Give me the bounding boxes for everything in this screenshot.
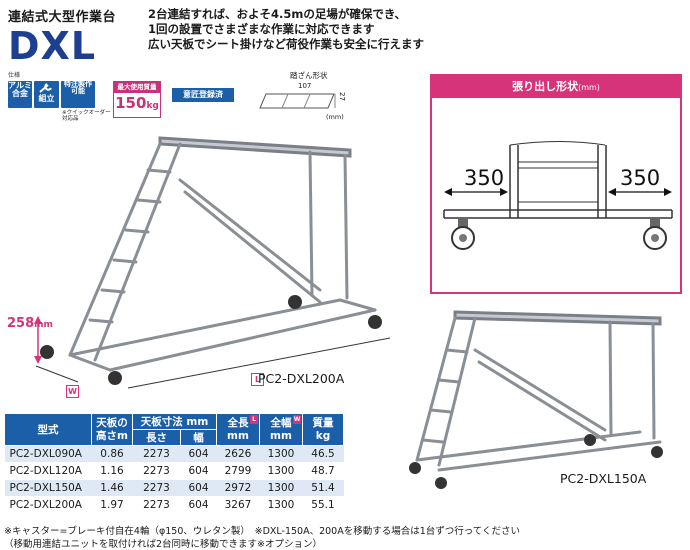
cell-plate-length: 2273	[132, 462, 181, 480]
max-load-unit: kg	[146, 101, 159, 111]
footnote-2: （移動用連結ユニットを取付ければ2台同時に移動できます※オプション）	[4, 539, 323, 550]
badge-custom-text: 特注製作 可能	[64, 80, 92, 96]
cell-model: PC2-DXL150A	[4, 479, 92, 497]
cell-total-width: 1300	[259, 496, 303, 514]
header-height-b: 高さm	[96, 429, 128, 442]
extension-unit: (mm)	[578, 83, 600, 92]
cell-height: 0.86	[91, 445, 133, 463]
header-total-width-b: mm	[270, 429, 292, 442]
badge-assembly: 組立	[34, 81, 59, 108]
cell-plate-width: 604	[180, 479, 217, 497]
quick-order-note: ※クイックオーダー対応品	[62, 110, 111, 123]
cell-total-width: 1300	[259, 445, 303, 463]
length-tag: L	[251, 373, 264, 386]
spec-label: 仕様	[8, 72, 21, 79]
caption-small-model: PC2-DXL150A	[560, 471, 647, 486]
cell-height: 1.16	[91, 462, 133, 480]
extension-title: 張り出し形状(mm)	[432, 76, 680, 98]
cell-plate-length: 2273	[132, 445, 181, 463]
badge-aluminum: アルミ 合金	[8, 81, 32, 108]
header-plate-width: 幅	[180, 429, 217, 446]
description-line-2: 1回の設置でさまざまな作業に対応できます	[148, 22, 375, 36]
header-height: 天板の 高さm	[91, 413, 133, 446]
header-height-a: 天板の	[96, 417, 128, 430]
model-title: DXL	[8, 24, 97, 68]
badge-custom: 特注製作 可能	[61, 80, 95, 108]
max-load-value: 150	[115, 94, 147, 112]
platform-small-illustration	[409, 310, 663, 489]
cell-total-length: 2626	[216, 445, 260, 463]
description-line-1: 2台連結すれば、およそ4.5mの足場が確保でき、	[148, 7, 407, 21]
max-load-box: 最大使用質量 150kg	[113, 81, 161, 118]
series-title: 連結式大型作業台	[8, 10, 117, 25]
cell-plate-width: 604	[180, 445, 217, 463]
header-mass-a: 質量	[312, 417, 334, 430]
cell-plate-length: 2273	[132, 479, 181, 497]
max-load-label: 最大使用質量	[114, 82, 160, 93]
width-tag: W	[66, 385, 79, 398]
cell-total-width: 1300	[259, 479, 303, 497]
cell-plate-width: 604	[180, 496, 217, 514]
header-total-width: 全幅 mm W	[259, 413, 303, 446]
cell-model: PC2-DXL200A	[4, 496, 92, 514]
table-row: PC2-DXL150A 1.46 2273 604 2972 1300 51.4	[4, 479, 344, 497]
tread-unit: (mm)	[326, 113, 344, 121]
cell-total-length: 2799	[216, 462, 260, 480]
max-load-value-wrap: 150kg	[114, 94, 160, 112]
header-l-tag: L	[250, 415, 258, 424]
table-row: PC2-DXL200A 1.97 2273 604 3267 1300 55.1	[4, 496, 344, 514]
spec-table: 型式 天板の 高さm 天板寸法 mm 全長 mm L 全幅 mm W 質量 kg…	[4, 413, 344, 514]
tread-profile-diagram	[259, 93, 336, 109]
cell-model: PC2-DXL090A	[4, 445, 92, 463]
header-total-length-b: mm	[227, 429, 249, 442]
cell-total-length: 2972	[216, 479, 260, 497]
cell-mass: 48.7	[302, 462, 344, 480]
cell-plate-length: 2273	[132, 496, 181, 514]
height-258-label: 258mm	[7, 316, 53, 331]
extension-panel	[430, 74, 682, 294]
wrench-icon	[39, 83, 52, 93]
header-w-tag: W	[293, 415, 301, 424]
design-registered-badge: 意匠登録済	[172, 88, 234, 102]
platform-large-illustration	[40, 136, 382, 385]
footnote-1: ※キャスター=ブレーキ付自在4輪（φ150、ウレタン製） ※DXL-150A、2…	[4, 526, 520, 537]
tread-width: 107	[298, 82, 312, 90]
extension-title-text: 張り出し形状	[512, 80, 579, 93]
table-row: PC2-DXL090A 0.86 2273 604 2626 1300 46.5	[4, 445, 344, 463]
header-total-width-a: 全幅	[270, 417, 292, 430]
header-plate: 天板寸法 mm	[132, 413, 217, 430]
badge-assembly-text: 組立	[38, 94, 55, 103]
extension-diagram	[443, 141, 673, 250]
caster-icon	[40, 295, 382, 385]
header-mass: 質量 kg	[302, 413, 344, 446]
badge-aluminum-text: アルミ 合金	[8, 81, 32, 99]
header-total-length-a: 全長	[227, 417, 249, 430]
cell-mass: 46.5	[302, 445, 344, 463]
extension-left-value: 350	[464, 166, 505, 190]
header-mass-b: kg	[315, 429, 331, 442]
header-model: 型式	[4, 413, 92, 446]
caster-left-icon	[451, 219, 475, 250]
cell-model: PC2-DXL120A	[4, 462, 92, 480]
header-total-length: 全長 mm L	[216, 413, 260, 446]
cell-total-length: 3267	[216, 496, 260, 514]
caster-right-icon	[643, 219, 667, 250]
caption-large-model: PC2-DXL200A	[258, 371, 345, 386]
dimension-lines	[34, 316, 391, 389]
cell-mass: 55.1	[302, 496, 344, 514]
description-line-3: 広い天板でシート掛けなど荷役作業も安全に行えます	[148, 37, 424, 51]
header-plate-length: 長さ	[132, 429, 181, 446]
cell-total-width: 1300	[259, 462, 303, 480]
cell-mass: 51.4	[302, 479, 344, 497]
tread-height: 27	[338, 92, 346, 101]
cell-height: 1.46	[91, 479, 133, 497]
extension-right-value: 350	[620, 166, 661, 190]
caster-small-icon	[409, 434, 663, 489]
height-258-value: 258	[7, 316, 35, 331]
tread-title: 踏ざん形状	[290, 71, 328, 80]
table-row: PC2-DXL120A 1.16 2273 604 2799 1300 48.7	[4, 462, 344, 480]
height-258-unit: mm	[34, 320, 53, 330]
cell-plate-width: 604	[180, 462, 217, 480]
cell-height: 1.97	[91, 496, 133, 514]
